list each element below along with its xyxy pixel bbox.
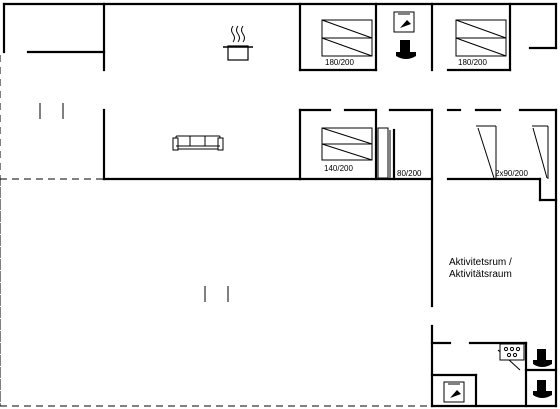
bed-180-right bbox=[455, 19, 507, 57]
bed-80 bbox=[377, 127, 389, 179]
bed-size-label-1: 180/200 bbox=[325, 58, 354, 67]
toilet-icon bbox=[533, 380, 552, 398]
cooking-pot-icon bbox=[223, 25, 253, 61]
activity-room-label: Aktivitetsrum / Aktivitätsraum bbox=[449, 257, 512, 281]
sauna-stove-icon bbox=[499, 343, 525, 361]
outdoor-boundary bbox=[0, 55, 432, 407]
toilet-icon bbox=[396, 40, 416, 59]
windows bbox=[39, 103, 549, 371]
sofa-icon bbox=[172, 135, 224, 151]
bed-140 bbox=[321, 127, 373, 161]
shower-icon bbox=[443, 381, 465, 403]
bed-size-label-4: 80/200 bbox=[397, 169, 422, 178]
bed-2x90 bbox=[477, 127, 548, 179]
bed-size-label-3: 140/200 bbox=[324, 164, 353, 173]
toilet-icon bbox=[533, 349, 552, 367]
activity-room-label-line2: Aktivitätsraum bbox=[449, 269, 512, 280]
bed-size-label-2: 180/200 bbox=[458, 58, 487, 67]
activity-room-label-line1: Aktivitetsrum / bbox=[449, 257, 512, 268]
bed-180-left bbox=[321, 19, 373, 57]
shower-icon bbox=[393, 11, 415, 33]
bed-size-label-5: 2x90/200 bbox=[495, 169, 528, 178]
